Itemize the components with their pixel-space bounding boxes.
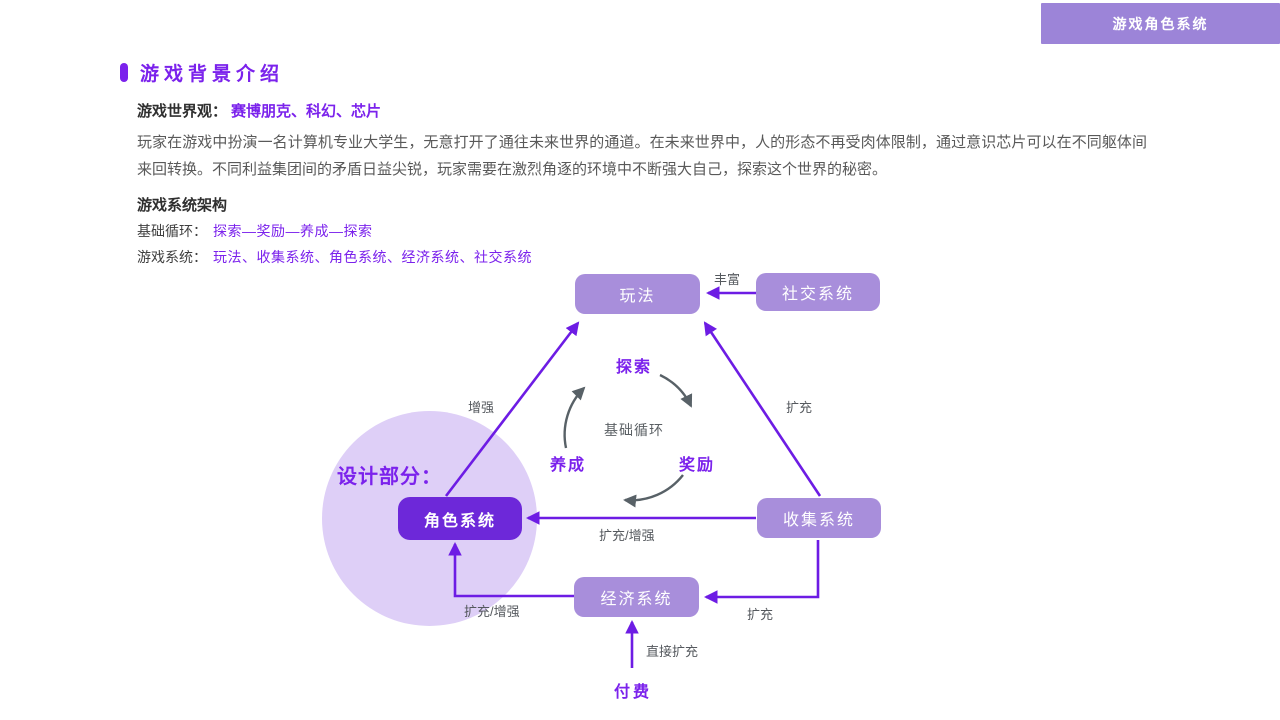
systems-label: 游戏系统： <box>137 249 207 265</box>
cycle-arc-explore-to-reward <box>659 373 693 408</box>
architecture-heading: 游戏系统架构 <box>137 197 228 214</box>
edge-label-direct-expand: 直接扩充 <box>646 644 699 659</box>
edge-label-expand-strengthen-mid: 扩充/增强 <box>599 528 655 543</box>
section-header: 游戏背景介绍 <box>120 59 284 86</box>
node-play: 玩法 <box>575 274 700 314</box>
title-accent-bar <box>120 63 128 82</box>
core-loop-label: 基础循环： <box>137 223 207 239</box>
corner-badge: 游戏角色系统 <box>1041 3 1280 44</box>
edge-label-expand-right: 扩充 <box>786 400 813 415</box>
edge-label-strengthen: 增强 <box>468 400 495 415</box>
background-paragraph: 玩家在游戏中扮演一名计算机专业大学生，无意打开了通往未来世界的通道。在未来世界中… <box>137 134 1147 178</box>
arrow-collect-to-economy <box>703 540 820 604</box>
core-loop-row: 基础循环： 探索—奖励—养成—探索 <box>137 221 373 241</box>
node-collect-system: 收集系统 <box>757 498 881 538</box>
page-title: 游戏背景介绍 <box>140 64 285 85</box>
arrow-role-to-play <box>444 321 580 497</box>
cycle-step-explore: 探索 <box>615 359 653 376</box>
edge-label-rich: 丰富 <box>714 272 741 287</box>
design-scope-label: 设计部分： <box>337 466 442 488</box>
worldview-row: 游戏世界观：赛博朋克、科幻、芯片 <box>137 100 381 121</box>
arrow-collect-to-play <box>703 321 822 497</box>
node-pay: 付费 <box>613 684 653 701</box>
node-social-system: 社交系统 <box>756 273 880 311</box>
systems-value: 玩法、收集系统、角色系统、经济系统、社交系统 <box>213 249 532 265</box>
systems-row: 游戏系统： 玩法、收集系统、角色系统、经济系统、社交系统 <box>137 247 532 267</box>
worldview-value: 赛博朋克、科幻、芯片 <box>231 103 382 120</box>
node-role-system: 角色系统 <box>398 497 522 540</box>
edge-label-expand-bottom: 扩充 <box>747 607 774 622</box>
cycle-arc-grow-to-explore <box>563 386 586 449</box>
core-loop-value: 探索—奖励—养成—探索 <box>213 223 373 239</box>
worldview-label: 游戏世界观： <box>137 103 228 120</box>
edge-label-expand-strengthen-bottom: 扩充/增强 <box>464 604 520 619</box>
cycle-step-reward: 奖励 <box>678 457 716 474</box>
cycle-step-grow: 养成 <box>549 457 587 474</box>
arrow-economy-to-role <box>448 541 574 598</box>
cycle-arc-reward-to-grow <box>623 474 684 508</box>
node-economy-system: 经济系统 <box>574 577 699 617</box>
cycle-center-label: 基础循环 <box>604 422 664 438</box>
